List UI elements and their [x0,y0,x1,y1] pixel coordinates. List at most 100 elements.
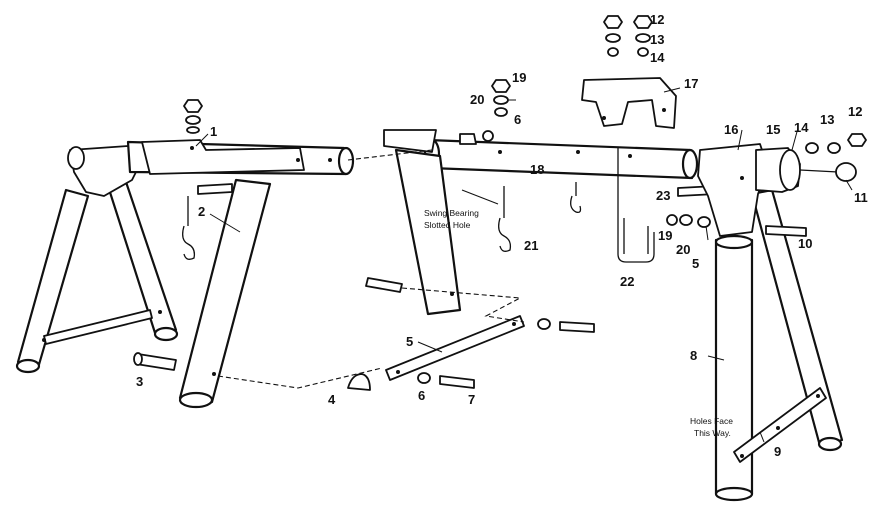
left-brace [43,309,153,345]
pin [365,277,403,293]
u-bolt-22 [617,148,655,263]
callout-18: 18 [530,162,544,177]
bolt-hole [190,146,194,150]
bolt-7 [439,375,475,389]
leader-lines [195,87,853,443]
callout-11: 11 [854,190,868,205]
cap-4 [347,373,371,391]
nut-12 [847,133,867,147]
washer [494,107,508,117]
callout-7: 7 [468,392,475,407]
middle-leg [394,148,462,316]
front-leg [178,178,272,404]
note-holes-face-1: Holes Face [690,416,733,426]
right-end-assembly [666,133,867,502]
bolt-hole [212,372,216,376]
bolt-hole [498,150,502,154]
u-bolt-thread [623,218,649,254]
note-swing-bearing-1: Swing Bearing [424,208,479,218]
alignment-line [401,287,525,323]
bolt-hole [450,292,454,296]
washer [537,318,551,330]
eye-bolt-shank [799,169,839,173]
washer-20 [493,95,509,105]
washer-13 [635,33,651,43]
callout-5: 5 [406,334,413,349]
bracket-plate [141,139,305,175]
washer [482,130,494,142]
bolt-hole [328,158,332,162]
leg-end [15,358,41,374]
brace-5 [385,315,525,381]
swing-hook [182,196,196,260]
washer-13 [827,142,841,154]
washer [186,126,200,134]
callout-10: 10 [798,236,812,251]
callout-14: 14 [650,50,665,65]
bolt-hole [740,454,744,458]
top-nut [183,99,203,113]
bolt-hole [602,116,606,120]
swing-hook-21 [498,186,512,252]
bolt-hole [158,310,162,314]
bolt-hole [296,158,300,162]
callout-22: 22 [620,274,634,289]
callout-4: 4 [328,392,336,407]
washer-20 [679,214,693,226]
bolt-hole [740,176,744,180]
bolt-hole [628,154,632,158]
callout-12b: 12 [848,104,862,119]
washer-6 [697,216,711,228]
bolt-hole [576,150,580,154]
fitting-end [67,146,85,170]
bolt [197,183,233,195]
callout-14b: 14 [794,120,809,135]
center-beam [426,138,694,180]
callout-16: 16 [724,122,738,137]
brace-9 [733,387,827,463]
washer-14 [637,47,649,57]
callout-6: 6 [514,112,521,127]
middle-bracket [383,129,437,153]
callout-1: 1 [210,124,217,139]
note-holes-face-2: This Way. [694,428,731,438]
loose-hardware [217,149,595,391]
callout-19: 19 [512,70,526,85]
callout-2: 2 [198,204,205,219]
end-cap-face [779,149,801,191]
swing-hook [570,182,582,214]
nut-19 [666,214,678,226]
callout-9: 9 [774,444,781,459]
bolt-hole [396,370,400,374]
leg-end [153,326,179,342]
callout-12: 12 [650,12,664,27]
bolt-hole [662,108,666,112]
bolt-hole [42,338,46,342]
beam-end [337,146,355,176]
callout-21: 21 [524,238,538,253]
note-swing-bearing-2: Slotted Hole [424,220,471,230]
leg-end [178,391,214,409]
beam-end [681,148,699,180]
eye-bolt-11 [835,162,857,182]
bolt-hole [776,426,780,430]
annotations: Swing Bearing Slotted Hole Holes Face Th… [424,208,733,438]
upright-bottom [714,486,754,502]
center-beam-assembly [383,15,717,316]
callout-6b: 6 [418,388,425,403]
callout-15: 15 [766,122,780,137]
washer-13 [605,33,621,43]
bracket-17 [581,77,677,129]
nut [459,133,477,145]
left-a-frame [15,99,355,409]
washer-6 [417,372,431,384]
bolt-head [133,352,143,366]
callout-20: 20 [470,92,484,107]
callout-8: 8 [690,348,697,363]
bolt [559,321,595,333]
bolt-hole [816,394,820,398]
callout-labels: 1 2 3 4 5 5 6 6 7 8 9 10 11 12 12 13 13 … [136,12,868,459]
nut-19 [491,79,511,93]
